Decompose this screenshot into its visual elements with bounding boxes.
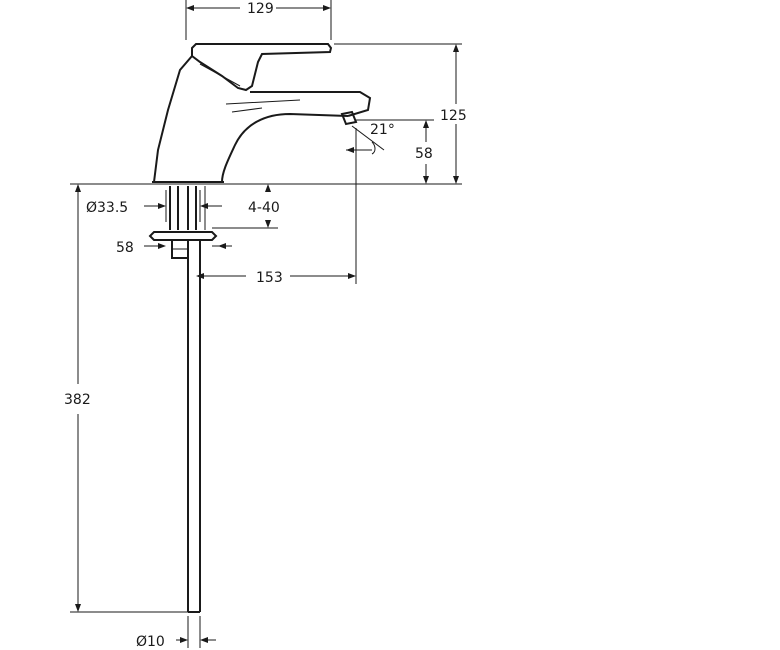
dim-153: 153 [196, 128, 357, 286]
dim-4-40: 4-40 [212, 200, 280, 229]
lever-detail [199, 63, 241, 87]
dim-diameter-33-label: Ø33.5 [86, 200, 128, 216]
dim-diameter-33: Ø33.5 [86, 190, 222, 222]
dim-angle: 21° [346, 122, 395, 155]
dim-58-spout: 58 [356, 119, 434, 184]
dim-153-label: 153 [256, 270, 283, 286]
mounting-plate [148, 231, 218, 241]
dim-4-40-label: 4-40 [248, 200, 280, 216]
dim-125-label: 125 [440, 108, 467, 124]
faucet-body [152, 43, 372, 183]
dim-58-hole-label: 58 [116, 240, 134, 256]
dim-58-spout-label: 58 [415, 146, 433, 162]
dim-129-label: 129 [247, 1, 274, 17]
dim-diameter-10-label: Ø10 [136, 634, 165, 650]
spout-under [221, 112, 349, 183]
dim-382: 382 [64, 192, 188, 613]
body-highlight [225, 99, 301, 113]
dim-58-hole: 58 [116, 240, 232, 256]
dim-382-label: 382 [64, 392, 91, 408]
spout-top [250, 91, 372, 117]
flexible-tail [187, 240, 201, 612]
dim-angle-label: 21° [370, 122, 395, 138]
dim-diameter-10: Ø10 [136, 616, 216, 650]
aerator [340, 110, 358, 126]
body-back [153, 55, 193, 183]
mounting-hardware [148, 186, 218, 613]
lever-handle [191, 43, 333, 92]
dim-125: 125 [334, 43, 467, 184]
dim-129: 129 [185, 0, 332, 40]
deck-baseline [70, 183, 462, 192]
